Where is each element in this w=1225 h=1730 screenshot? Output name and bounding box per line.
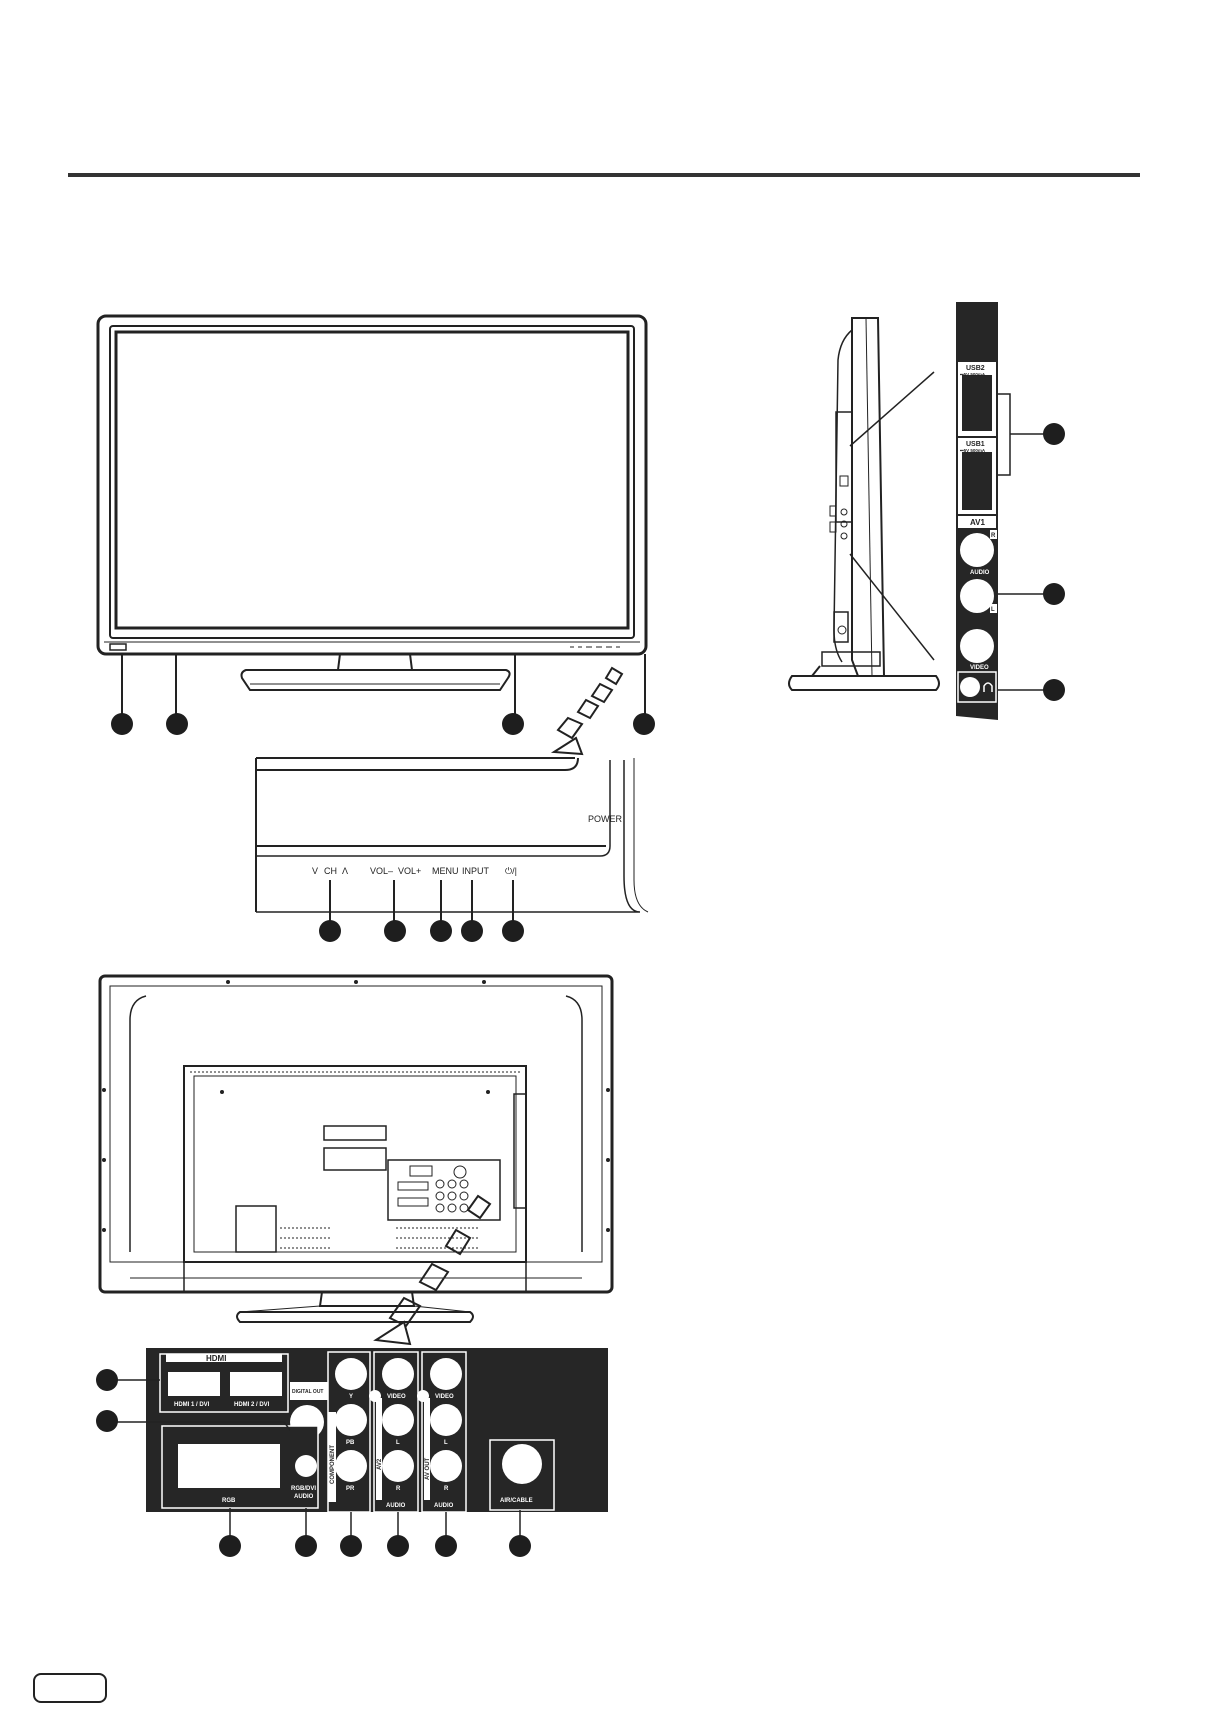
usb1-label: USB1 — [966, 441, 985, 448]
power-label: POWER — [588, 814, 623, 824]
avout-audio-label: AUDIO — [434, 1503, 454, 1509]
callout-marker — [96, 1369, 118, 1391]
air-cable-label: AIR/CABLE — [500, 1498, 533, 1504]
callout-marker — [319, 920, 341, 942]
component-label: COMPONENT — [330, 1445, 336, 1484]
tv-front-view — [98, 316, 646, 715]
hdmi1-label: HDMI 1 / DVI — [174, 1402, 210, 1408]
input-label: INPUT — [462, 866, 490, 876]
hdmi-logo: HDMI — [206, 1354, 226, 1363]
y-label: Y — [349, 1394, 353, 1400]
av2-video-label: VIDEO — [387, 1394, 406, 1400]
callout-marker — [461, 920, 483, 942]
front-control-panel — [256, 758, 648, 922]
av2-label: AV2 — [377, 1458, 383, 1470]
rgb-label: RGB — [222, 1498, 236, 1504]
callout-marker — [1043, 679, 1065, 701]
front-panel-callouts — [319, 920, 524, 942]
rgb-dvi-audio-label-2: AUDIO — [294, 1494, 314, 1500]
vol-down-label: VOL– — [370, 866, 393, 876]
rgb-dvi-audio-label-1: RGB/DVI — [291, 1486, 316, 1492]
callout-marker — [633, 713, 655, 735]
power-symbol-label: ⏻/| — [505, 866, 517, 876]
menu-label: MENU — [432, 866, 459, 876]
rear-connector-panel — [146, 1348, 608, 1512]
usb2-label: USB2 — [966, 365, 985, 372]
callout-marker — [295, 1535, 317, 1557]
av2-r-label: R — [396, 1486, 401, 1492]
tv-side-view — [789, 318, 939, 690]
ch-up-label: Λ — [342, 866, 348, 876]
front-callouts — [111, 713, 655, 735]
callout-marker — [435, 1535, 457, 1557]
av2-audio-label: AUDIO — [386, 1503, 406, 1509]
callout-marker — [430, 920, 452, 942]
video-label: VIDEO — [970, 665, 989, 671]
callout-marker — [384, 920, 406, 942]
avout-video-label: VIDEO — [435, 1394, 454, 1400]
vol-up-label: VOL+ — [398, 866, 421, 876]
av1-label: AV1 — [970, 518, 986, 527]
callout-marker — [166, 713, 188, 735]
callout-marker — [509, 1535, 531, 1557]
front-button-labels: V CH Λ VOL– VOL+ MENU INPUT ⏻/| — [312, 866, 517, 876]
callout-marker — [1043, 583, 1065, 605]
ch-label: CH — [324, 866, 337, 876]
callout-marker — [387, 1535, 409, 1557]
power-led-icon — [110, 644, 126, 650]
callout-marker — [96, 1410, 118, 1432]
callout-marker — [340, 1535, 362, 1557]
callout-marker — [111, 713, 133, 735]
callout-marker — [1043, 423, 1065, 445]
r-label: R — [991, 533, 996, 539]
digital-out-label: DIGITAL OUT — [292, 1389, 323, 1395]
l-label: L — [991, 607, 995, 613]
avout-l-label: L — [444, 1440, 448, 1446]
pb-label: PB — [346, 1440, 355, 1446]
callout-marker — [502, 920, 524, 942]
ch-down-label: V — [312, 866, 318, 876]
av2-l-label: L — [396, 1440, 400, 1446]
av-out-label: AV OUT — [425, 1457, 431, 1480]
zoom-arrow-front — [554, 668, 622, 754]
side-callouts — [998, 394, 1065, 701]
callout-marker — [502, 713, 524, 735]
usb2-rating: ⎓5V 500mA — [960, 372, 986, 377]
pr-label: PR — [346, 1486, 355, 1492]
usb1-rating: ⎓5V 500mA — [960, 448, 986, 453]
avout-r-label: R — [444, 1486, 449, 1492]
page-number-badge — [33, 1673, 107, 1703]
tv-rear-view — [100, 976, 612, 1322]
hdmi2-label: HDMI 2 / DVI — [234, 1402, 270, 1408]
callout-marker — [219, 1535, 241, 1557]
audio-label: AUDIO — [970, 570, 990, 576]
